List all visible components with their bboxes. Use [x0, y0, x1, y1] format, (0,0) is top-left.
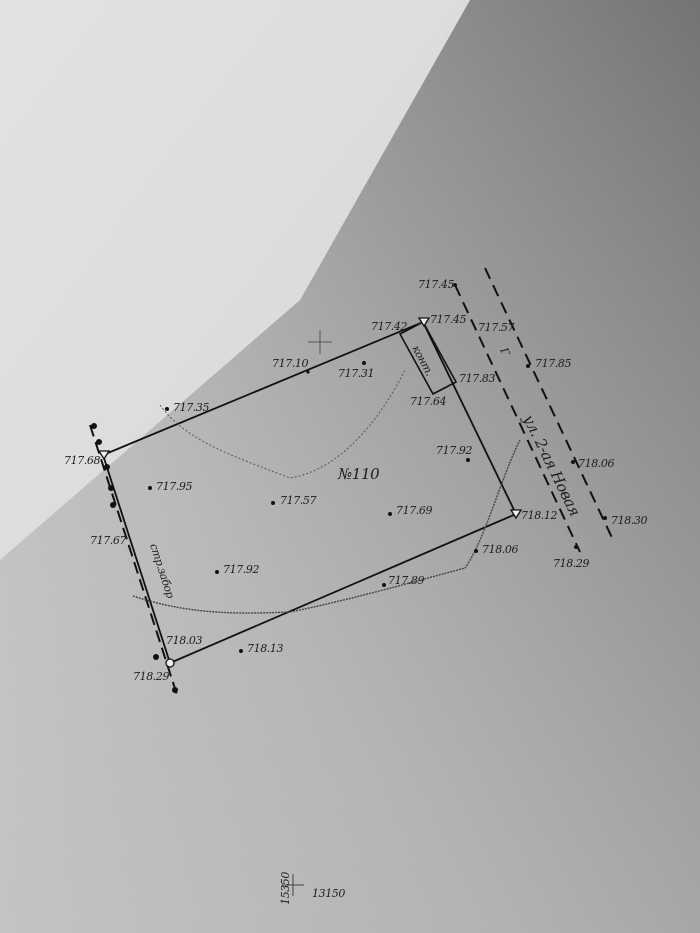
fence-line	[89, 424, 179, 699]
spot-dots	[91, 283, 607, 693]
elevation-label: 717.57	[478, 321, 514, 334]
elevation-label: 717.64	[410, 395, 446, 408]
elevation-label: 717.57	[280, 494, 316, 507]
plot-number: №110	[337, 465, 380, 483]
elevation-label: 717.89	[388, 574, 424, 587]
elevation-label: 718.12	[521, 509, 557, 522]
elevation-label: 717.85	[535, 357, 571, 370]
grid-x-coordinate: 13150	[312, 887, 345, 900]
street-line-outer	[484, 267, 615, 543]
ditch-line	[132, 439, 521, 614]
elevation-label: 717.83	[459, 372, 495, 385]
elevation-label: 717.67	[90, 534, 126, 547]
elevation-label: 717.92	[436, 444, 472, 457]
elevation-label: 717.68	[64, 454, 100, 467]
street-line-inner	[454, 284, 581, 553]
station-markers	[97, 317, 523, 668]
elevation-label: 718.29	[553, 557, 589, 570]
triangle-marker-icon	[417, 317, 431, 328]
grid-cross-icon	[282, 874, 304, 896]
elevation-label: 718.06	[578, 457, 614, 470]
elevation-label: 718.30	[611, 514, 647, 527]
triangle-marker-icon	[509, 509, 523, 520]
lit-area	[0, 0, 470, 560]
grid-y-coordinate: 15350	[279, 872, 292, 905]
grid-cross-icon	[308, 330, 332, 354]
triangle-marker-icon	[97, 450, 111, 461]
elevation-label: 718.29	[133, 670, 169, 683]
elevation-label: 718.06	[482, 543, 518, 556]
elevation-label: 718.13	[247, 642, 283, 655]
elevation-label: 717.69	[396, 504, 432, 517]
elevation-label: 718.03	[166, 634, 202, 647]
elevation-label: 717.92	[223, 563, 259, 576]
circle-marker-icon	[165, 658, 175, 668]
elevation-label: 717.45	[418, 278, 454, 291]
elevation-label: 717.42	[371, 320, 407, 333]
elevation-label: 717.31	[338, 367, 374, 380]
contour-line	[159, 369, 406, 479]
elevation-label: 717.35	[173, 401, 209, 414]
container-rect	[398, 320, 458, 396]
elevation-label: 717.95	[156, 480, 192, 493]
elevation-label: 717.45	[430, 313, 466, 326]
elevation-label: 717.10	[272, 357, 308, 370]
